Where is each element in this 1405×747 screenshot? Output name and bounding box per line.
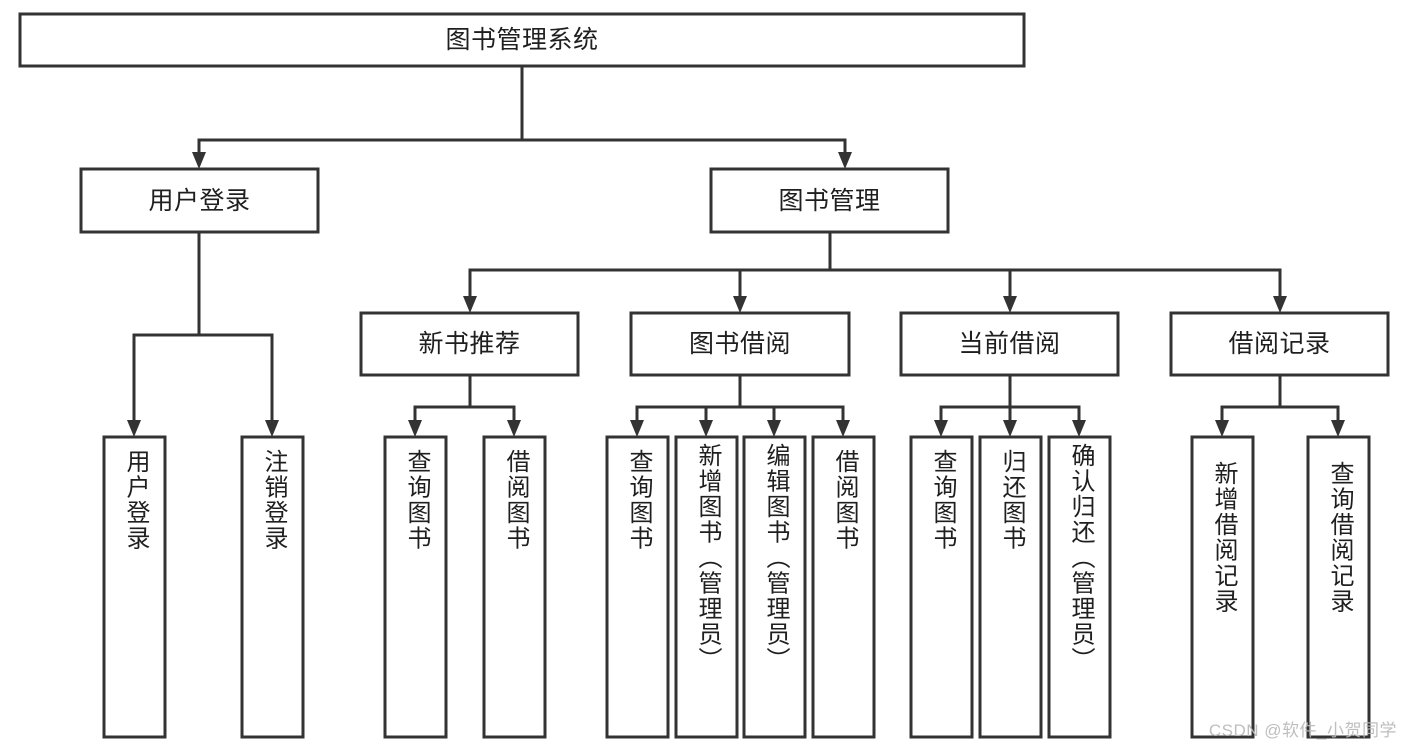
leaf-box	[674, 435, 739, 739]
node-book-management-hit[interactable]	[711, 169, 948, 232]
node-book-management	[709, 167, 950, 234]
leaf-box	[1306, 435, 1371, 739]
leaf-box	[605, 435, 670, 739]
leaf-box	[909, 435, 974, 739]
connector-currentborrow-to-leaves	[934, 373, 1086, 437]
node-borrow-record	[1169, 311, 1390, 377]
connector-bookmgmt-to-level3	[463, 230, 1287, 313]
connector-userlogin-to-leaves	[127, 230, 279, 437]
connector-newbook-to-leaves	[408, 373, 521, 437]
leaf-box	[1190, 435, 1255, 739]
csdn-watermark: CSDN @软件_小贺同学	[1208, 721, 1397, 740]
leaf-box	[240, 435, 305, 739]
leaf-box	[742, 435, 807, 739]
node-current-borrow-hit[interactable]	[901, 313, 1118, 375]
connector-borrowrecord-to-leaves	[1215, 373, 1345, 437]
node-user-login-hit[interactable]	[81, 169, 318, 232]
leaf-box	[978, 435, 1043, 739]
leaf-box	[383, 435, 448, 739]
leaf-box	[482, 435, 547, 739]
node-book-borrow	[629, 311, 851, 377]
node-root-hit[interactable]	[20, 14, 1024, 66]
node-current-borrow	[899, 311, 1120, 377]
connector-root-to-level2	[192, 64, 852, 169]
connector-bookborrow-to-leaves	[630, 373, 850, 437]
leaf-box	[102, 435, 167, 739]
node-new-book-recommend-hit[interactable]	[361, 313, 578, 375]
leaf-box	[1047, 435, 1112, 739]
node-user-login	[79, 167, 320, 234]
node-new-book-recommend	[359, 311, 580, 377]
leaf-box	[811, 435, 876, 739]
node-root	[18, 12, 1026, 68]
node-book-borrow-hit[interactable]	[631, 313, 849, 375]
node-borrow-record-hit[interactable]	[1171, 313, 1388, 375]
